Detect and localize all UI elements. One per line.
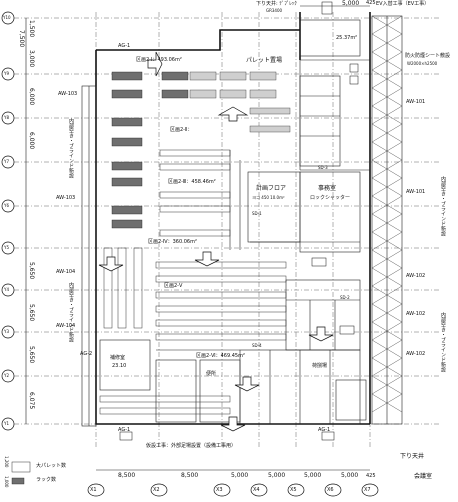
ag1-label-bottom: AG-1 bbox=[118, 427, 131, 433]
row-axis-bubbles bbox=[1, 11, 15, 431]
bottom-dim-5: 5,000 bbox=[304, 472, 322, 479]
rack-block-upper bbox=[111, 71, 291, 229]
aw102-label-3: AW-102 bbox=[406, 351, 426, 357]
sd4-label: SD-4 bbox=[252, 343, 262, 348]
pallet-rows bbox=[99, 149, 287, 415]
bottom-dim-7: 425 bbox=[366, 473, 376, 479]
aw104-label: AW-104 bbox=[56, 269, 76, 275]
aw103-label: AW-103 bbox=[58, 91, 78, 97]
axis-y2: Y2 bbox=[4, 373, 9, 378]
sd2-label: SD-2 bbox=[340, 295, 350, 300]
axis-y3: Y3 bbox=[4, 329, 9, 334]
left-dim-3: 7,500 bbox=[18, 30, 25, 48]
aw102-label-2: AW-102 bbox=[406, 311, 426, 317]
right-blind-label-2: 内部空き・ブラインド新設 bbox=[440, 312, 446, 372]
left-dim-9: 6,075 bbox=[28, 392, 35, 410]
axis-y8: Y8 bbox=[4, 115, 9, 120]
dimension-lines bbox=[25, 5, 370, 471]
repair-area-label: 23.10 bbox=[112, 363, 127, 369]
aw102-label: AW-102 bbox=[406, 273, 426, 279]
axis-y6: Y6 bbox=[4, 203, 9, 208]
bottom-dim-3: 5,000 bbox=[231, 472, 249, 479]
left-blind-label-2: 内部空き・ブラインド新設 bbox=[68, 282, 74, 342]
fire-sheet-label: 防火防煙シート敷設 bbox=[405, 53, 451, 59]
area-a-label: 区画2-Ⅰ：493.06m² bbox=[136, 57, 182, 63]
legend-graphics bbox=[11, 461, 31, 485]
bottom-dim-1: 8,500 bbox=[118, 472, 136, 479]
ag1-label: AG-1 bbox=[118, 43, 131, 49]
column-axis-bubbles bbox=[87, 483, 379, 497]
lower-ceiling-label: 下り天井 bbox=[400, 453, 425, 460]
area-c-label: 区画2-Ⅲ：458.46m² bbox=[168, 179, 216, 185]
axis-x3: X3 bbox=[216, 487, 223, 493]
toilet-label: 便所 bbox=[206, 371, 217, 377]
axis-x2: X2 bbox=[153, 487, 160, 493]
aw101-label: AW-101 bbox=[406, 99, 426, 105]
left-dim-6: 5,650 bbox=[28, 262, 35, 280]
kiln-label: 荷捌場 bbox=[312, 363, 328, 369]
aw103-label-2: AW-103 bbox=[56, 195, 76, 201]
axis-y7: Y7 bbox=[4, 159, 9, 164]
left-dim-2: 3,000 bbox=[28, 50, 35, 68]
axis-x7: X7 bbox=[364, 487, 371, 493]
area-d-label: 区画2-Ⅳ：360.06m² bbox=[148, 239, 197, 245]
legend-dim-2: 1,000 bbox=[4, 476, 9, 488]
scaffold-bracing bbox=[371, 15, 403, 413]
area-f-label: 区画2-Ⅵ：469.45m² bbox=[196, 353, 245, 359]
area-e-label: 区画2-Ⅴ bbox=[164, 283, 183, 289]
ag1-label-bottom-2: AG-1 bbox=[318, 427, 331, 433]
legend-pallet-label: 大パレット数 bbox=[36, 463, 67, 469]
office-floor-sub: ヨコ 450 10.0m² bbox=[252, 195, 285, 200]
fire-sheet-size: W2000×h2500 bbox=[407, 61, 438, 66]
shutter-label: 下り天井: ﾃﾞﾌﾟﾚｯｸ bbox=[256, 1, 297, 7]
area-b-label: 区画2-Ⅱ： bbox=[170, 127, 193, 133]
aw101-label-2: AW-101 bbox=[406, 189, 426, 195]
office-floor-label: 計画フロア bbox=[256, 185, 287, 192]
axis-y9: Y9 bbox=[4, 71, 9, 76]
top-dim-small: 425 bbox=[366, 0, 376, 6]
pallet-yard-label: パレット置場 bbox=[246, 57, 283, 64]
axis-x4: X4 bbox=[253, 487, 260, 493]
left-dim-8: 5,650 bbox=[28, 346, 35, 364]
ag2-label: AG-2 bbox=[80, 351, 93, 357]
legend-rack-label: ラック数 bbox=[36, 477, 57, 483]
axis-x5: X5 bbox=[290, 487, 297, 493]
left-blind-label-1: 内部空き・ブラインド新設 bbox=[68, 118, 74, 178]
bottom-dim-4: 5,000 bbox=[268, 472, 286, 479]
left-dim-5: 6,000 bbox=[28, 132, 35, 150]
aw104-label-2: AW-104 bbox=[56, 323, 76, 329]
bottom-dim-6: 5,000 bbox=[341, 472, 359, 479]
sd1-label: SD-1 bbox=[252, 211, 262, 216]
axis-y4: Y4 bbox=[4, 287, 9, 292]
ev-work-label: EV入替工事（EV工事） bbox=[376, 1, 430, 7]
repair-room-label: 補修室 bbox=[110, 355, 126, 361]
axis-x1: X1 bbox=[90, 487, 97, 493]
sd3-label: SD-3 bbox=[318, 165, 328, 170]
left-facade bbox=[81, 85, 97, 427]
bottom-dim-2: 8,500 bbox=[181, 472, 199, 479]
temp-work-label: 仮設工事：外部足場設置（設備工事用） bbox=[146, 443, 237, 449]
left-dim-7: 5,650 bbox=[28, 304, 35, 322]
top-dim: 5,000 bbox=[342, 0, 360, 7]
door-markers bbox=[119, 1, 359, 441]
interior-walls bbox=[99, 19, 370, 425]
axis-y1: Y1 bbox=[4, 421, 9, 426]
axis-y5: Y5 bbox=[4, 245, 9, 250]
direction-arrows bbox=[98, 51, 334, 432]
office-label: 事務室 bbox=[318, 185, 337, 192]
legend-dim-1: 1,200 bbox=[4, 456, 9, 468]
lift-area-label: 25.37m² bbox=[336, 35, 358, 41]
office-sub: ロックシャッター bbox=[310, 195, 351, 201]
left-dim-4: 6,000 bbox=[28, 88, 35, 106]
axis-y10: Y10 bbox=[3, 15, 11, 20]
axis-x6: X6 bbox=[327, 487, 334, 493]
right-blind-label-1: 内部空き・ブラインド新設 bbox=[440, 176, 446, 236]
meeting-room-label: 会議室 bbox=[414, 473, 433, 480]
shutter-code: GR3400 bbox=[266, 8, 283, 13]
left-dim-1: 1,500 bbox=[28, 20, 35, 38]
